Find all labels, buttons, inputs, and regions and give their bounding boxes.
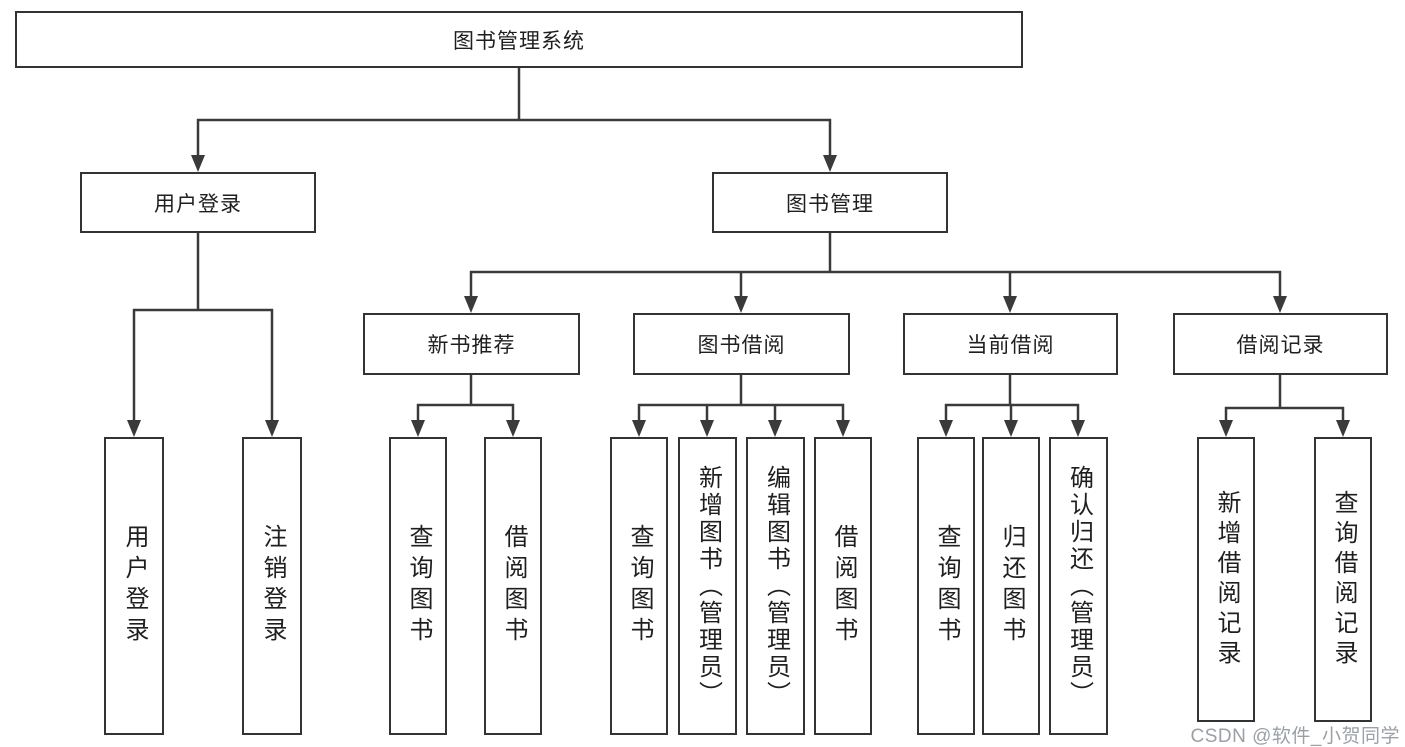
- leaf-return-book: 归还图书: [982, 437, 1040, 735]
- arrowhead-bookmgmt: [823, 155, 837, 172]
- leaf-borrow-books-2: 借阅图书: [814, 437, 872, 735]
- node-current-borrowing-label: 当前借阅: [966, 334, 1055, 357]
- node-root-system: 图书管理系统: [15, 11, 1023, 68]
- node-user-login: 用户登录: [80, 172, 316, 233]
- leaf-confirm-return-admin: 确认归还（管理员）: [1049, 437, 1108, 735]
- node-borrowing-records-label: 借阅记录: [1236, 334, 1325, 357]
- node-book-management: 图书管理: [712, 172, 948, 233]
- node-user-login-label: 用户登录: [154, 192, 242, 216]
- node-borrowing-records: 借阅记录: [1173, 313, 1388, 375]
- leaf-query-books-1: 查询图书: [389, 437, 447, 735]
- leaf-borrow-books-1: 借阅图书: [484, 437, 542, 735]
- leaf-query-books-3: 查询图书: [917, 437, 975, 735]
- leaf-edit-book-admin: 编辑图书（管理员）: [746, 437, 805, 735]
- leaf-query-books-2: 查询图书: [610, 437, 668, 735]
- arrowhead-leaf-confirm-return: [1071, 420, 1085, 437]
- arrowhead-leaf-return: [1004, 420, 1018, 437]
- leaf-user-login: 用户登录: [104, 437, 164, 735]
- arrowhead-leaf-query-record: [1336, 420, 1350, 437]
- arrowhead-leaf-query-3: [939, 420, 953, 437]
- arrowhead-leaf-edit-book: [768, 420, 782, 437]
- arrowhead-records: [1273, 296, 1287, 313]
- arrowhead-leaf-add-book: [700, 420, 714, 437]
- node-root-label: 图书管理系统: [453, 29, 585, 53]
- node-current-borrowing: 当前借阅: [903, 313, 1118, 375]
- leaf-logout: 注销登录: [242, 437, 302, 735]
- arrowhead-leaf-logout: [265, 420, 279, 437]
- arrowhead-leaf-borrow-1: [506, 420, 520, 437]
- node-book-borrowing: 图书借阅: [633, 313, 850, 375]
- arrowhead-leaf-borrow-2: [836, 420, 850, 437]
- arrowhead-leaf-add-record: [1219, 420, 1233, 437]
- node-book-borrowing-label: 图书借阅: [697, 334, 786, 357]
- leaf-query-borrow-record: 查询借阅记录: [1314, 437, 1372, 722]
- arrowhead-leaf-userlogin: [127, 420, 141, 437]
- arrowhead-leaf-query-2: [632, 420, 646, 437]
- arrowhead-leaf-query-1: [411, 420, 425, 437]
- node-new-book-recommend: 新书推荐: [363, 313, 580, 375]
- arrowhead-newbook: [464, 296, 478, 313]
- leaf-add-borrow-record: 新增借阅记录: [1197, 437, 1255, 722]
- node-new-book-recommend-label: 新书推荐: [427, 334, 516, 357]
- node-book-management-label: 图书管理: [786, 192, 874, 216]
- leaf-add-book-admin: 新增图书（管理员）: [678, 437, 737, 735]
- arrowhead-userlogin: [191, 155, 205, 172]
- arrowhead-current: [1003, 296, 1017, 313]
- csdn-watermark: CSDN @软件_小贺同学: [1190, 726, 1400, 747]
- arrowhead-borrowing: [734, 296, 748, 313]
